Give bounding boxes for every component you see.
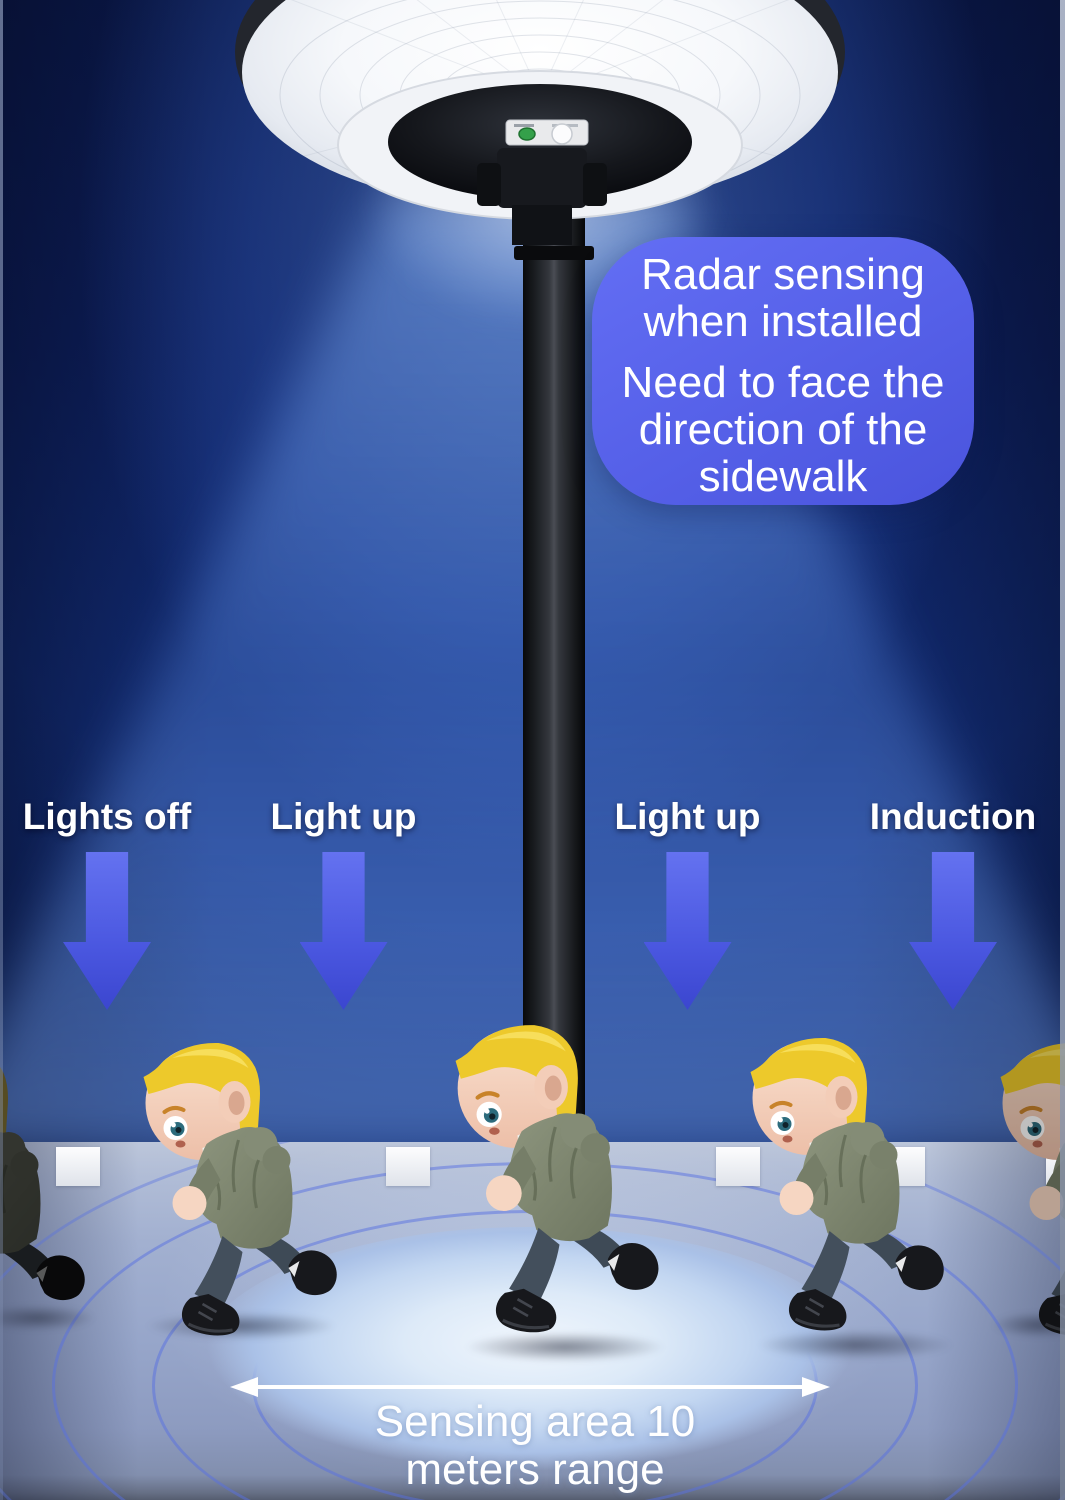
runner-figure <box>747 1035 952 1335</box>
down-arrow-icon <box>299 852 388 1010</box>
callout-bubble: Radar sensing when installed Need to fac… <box>592 237 974 505</box>
image-right-edge <box>1060 0 1065 1500</box>
down-arrow-icon <box>909 852 997 1010</box>
runner-figure <box>140 1040 345 1340</box>
runner-figure <box>452 1022 667 1337</box>
lamp-pole <box>523 196 585 1146</box>
zone-label: Light up <box>614 796 761 837</box>
pole-joint <box>514 246 594 260</box>
zone-induction: Induction <box>858 796 1048 1010</box>
sensing-area-line: meters range <box>405 1445 665 1494</box>
runner-figure <box>0 1045 93 1345</box>
range-arrow-icon <box>230 1377 830 1397</box>
lamp-sensor-panel <box>505 119 589 146</box>
lamp-mount <box>477 148 607 245</box>
zone-label: Light up <box>270 796 417 837</box>
crosswalk-stripe <box>386 1147 430 1186</box>
zone-lights-off: Lights off <box>12 796 202 1010</box>
crosswalk-stripe <box>56 1147 100 1186</box>
callout-line: direction of the <box>638 405 928 454</box>
image-left-edge <box>0 0 3 1500</box>
figure-shadow <box>0 1305 95 1331</box>
sensing-area-line: Sensing area 10 <box>374 1397 696 1446</box>
green-led-icon <box>518 127 536 141</box>
zone-label: Induction <box>869 796 1037 837</box>
runner-figure <box>997 1040 1065 1340</box>
zone-light-up-1: Light up <box>256 796 431 1010</box>
zone-light-up-2: Light up <box>600 796 775 1010</box>
down-arrow-icon <box>643 852 732 1010</box>
mode-button-icon <box>551 123 573 145</box>
callout-line: when installed <box>643 297 923 346</box>
callout-line: sidewalk <box>698 452 868 501</box>
zone-label: Lights off <box>22 796 192 837</box>
callout-paragraph: Need to face the direction of the sidewa… <box>592 359 974 500</box>
crosswalk-stripe <box>716 1147 760 1186</box>
sensing-area-label: Sensing area 10 meters range <box>210 1398 860 1494</box>
figure-shadow <box>146 1312 336 1340</box>
down-arrow-icon <box>63 852 151 1010</box>
callout-line: Radar sensing <box>641 250 925 299</box>
callout-paragraph: Radar sensing when installed <box>592 251 974 345</box>
solar-lamp <box>235 0 845 245</box>
figure-shadow <box>465 1332 665 1362</box>
callout-line: Need to face the <box>621 358 945 407</box>
figure-shadow <box>758 1330 953 1360</box>
